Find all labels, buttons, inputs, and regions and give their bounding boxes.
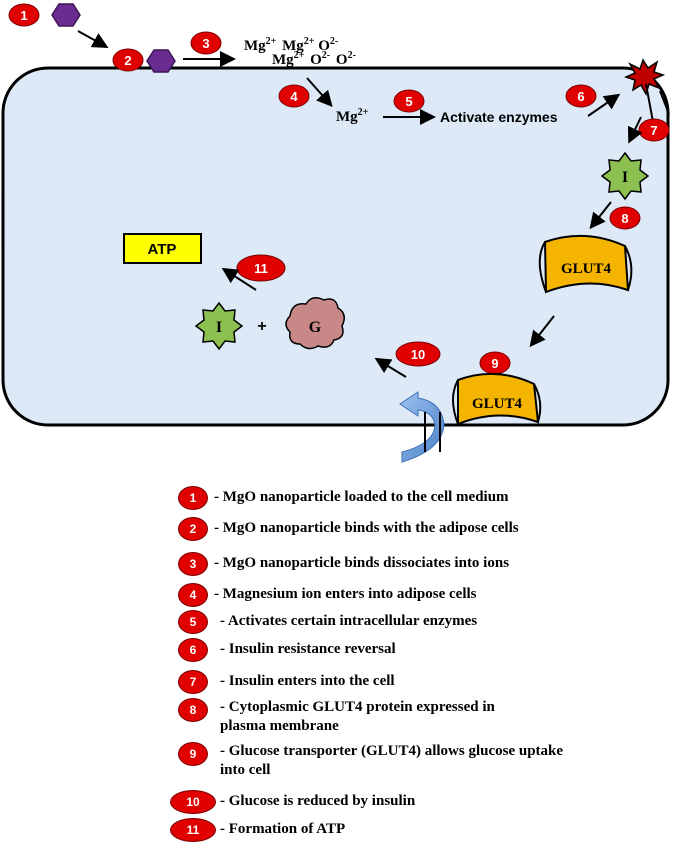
svg-text:1: 1 — [20, 8, 27, 23]
legend-badge-1: 1 — [178, 486, 208, 510]
step-6-badge: 6 — [565, 84, 597, 108]
glut4-cytoplasmic: GLUT4 — [538, 234, 633, 294]
svg-text:GLUT4: GLUT4 — [472, 396, 523, 412]
svg-text:5: 5 — [405, 94, 412, 109]
receptor-line-1 — [645, 83, 654, 123]
svg-text:2: 2 — [124, 53, 131, 68]
insulin-icon-upper: I — [600, 151, 650, 201]
step-11-badge: 11 — [236, 254, 286, 282]
legend-badge-11: 11 — [170, 818, 216, 842]
legend-badge-10: 10 — [170, 790, 216, 814]
arrow-7 — [627, 116, 643, 144]
plus-sign: + — [257, 318, 266, 335]
atp-box: ATP — [123, 233, 202, 264]
legend-badge-8: 8 — [178, 698, 208, 722]
svg-text:GLUT4: GLUT4 — [561, 261, 612, 277]
step-1-badge: 1 — [8, 3, 40, 27]
activate-enzymes-label: Activate enzymes — [440, 109, 558, 125]
legend-badge-7: 7 — [178, 670, 208, 694]
svg-text:9: 9 — [491, 356, 498, 371]
svg-text:3: 3 — [202, 36, 209, 51]
svg-text:10: 10 — [411, 347, 425, 362]
mg-ion-label: Mg2+ — [336, 107, 369, 125]
glucose-uptake-curved-arrow-icon — [399, 391, 445, 463]
legend-badge-5: 5 — [178, 610, 208, 634]
glucose-icon: G — [285, 297, 345, 350]
arrow-6 — [587, 93, 621, 117]
svg-text:8: 8 — [621, 211, 628, 226]
step-2-badge: 2 — [112, 48, 144, 72]
legend-badge-6: 6 — [178, 638, 208, 662]
insulin-icon-lower: I — [194, 301, 244, 351]
step-9-badge: 9 — [479, 351, 511, 375]
mgo-nanoparticle-icon — [51, 3, 81, 27]
ions-bottom-row: Mg2+ O2- O2- — [272, 46, 356, 68]
arrow-10 — [374, 357, 407, 378]
arrow-8 — [589, 201, 612, 230]
svg-text:G: G — [309, 319, 322, 336]
svg-text:11: 11 — [254, 261, 268, 276]
arrow-4 — [306, 77, 333, 107]
legend-badge-3: 3 — [178, 552, 208, 576]
step-7-badge: 7 — [638, 118, 670, 142]
step-10-badge: 10 — [395, 341, 441, 367]
svg-text:7: 7 — [650, 123, 657, 138]
legend-badge-4: 4 — [178, 583, 208, 607]
svg-text:ATP: ATP — [148, 241, 177, 258]
step-4-badge: 4 — [278, 84, 310, 108]
bound-nanoparticle-icon — [146, 49, 176, 73]
arrow-1-to-2 — [77, 30, 109, 48]
glut4-membrane: GLUT4 — [452, 372, 542, 426]
svg-text:6: 6 — [577, 89, 584, 104]
ions-top-row: Mg2+ Mg2+ O2- — [244, 32, 338, 54]
arrow-glut4-to-membrane — [529, 315, 555, 348]
adipose-cell — [1, 66, 670, 427]
insulin-receptor-burst-icon — [623, 58, 666, 96]
arrow-11 — [221, 267, 257, 291]
legend-badge-9: 9 — [178, 742, 208, 766]
receptor-line-2 — [659, 90, 670, 115]
step-3-badge: 3 — [190, 31, 222, 55]
svg-text:I: I — [216, 319, 222, 336]
legend-badge-2: 2 — [178, 517, 208, 541]
svg-text:I: I — [622, 169, 628, 186]
svg-text:4: 4 — [290, 89, 298, 104]
step-8-badge: 8 — [609, 206, 641, 230]
step-5-badge: 5 — [393, 89, 425, 113]
